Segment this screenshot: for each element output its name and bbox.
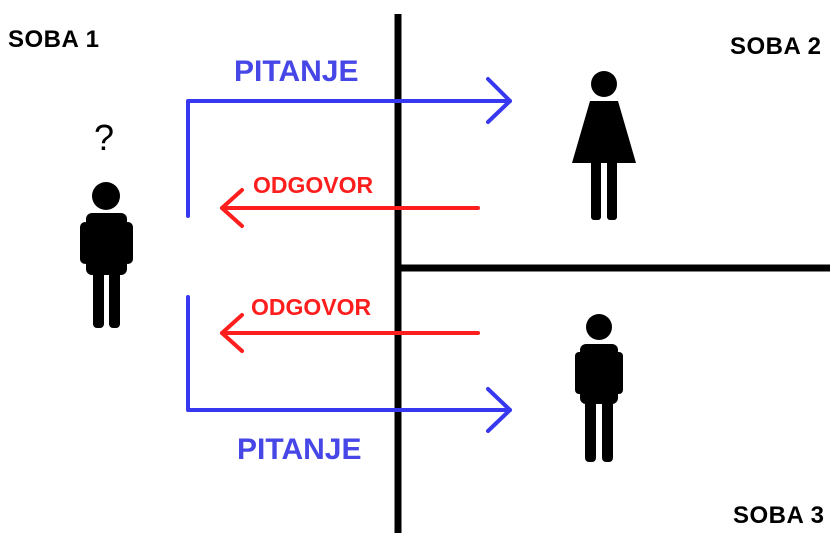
question-label-bottom: PITANJE (237, 433, 362, 466)
man-icon (575, 314, 623, 462)
answer-arrow-top (220, 188, 480, 228)
answer-arrow-bottom (220, 313, 480, 353)
answer-label-bottom: ODGOVOR (250, 294, 373, 321)
room-2-label: SOBA 2 (730, 33, 822, 60)
woman-icon (572, 71, 636, 220)
room-1-label: SOBA 1 (8, 26, 100, 53)
question-mark-icon: ? (94, 117, 115, 158)
question-label-top: PITANJE (234, 55, 359, 88)
room-3-label: SOBA 3 (733, 502, 825, 529)
question-arrow-bottom (186, 295, 512, 433)
question-arrow-top (186, 77, 512, 218)
answer-label-top: ODGOVOR (252, 172, 375, 199)
person-icon (80, 182, 133, 328)
